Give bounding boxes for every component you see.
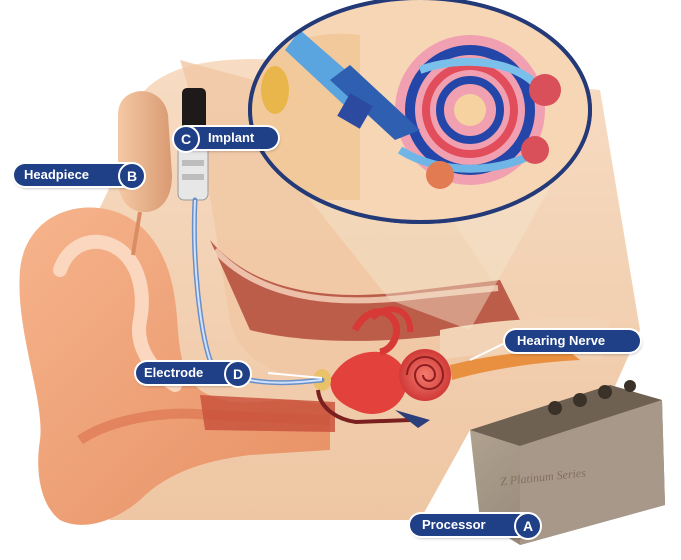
processor-label: Processor A [410, 514, 538, 536]
electrode-letter-badge: D [224, 360, 252, 388]
electrode-label-text: Electrode [144, 362, 203, 384]
processor-letter-badge: A [514, 512, 542, 540]
headpiece-label-text: Headpiece [24, 164, 89, 186]
hearing-nerve-label: Hearing Nerve [505, 330, 640, 352]
electrode-label: Electrode D [136, 362, 248, 384]
implant-label-text: Implant [208, 127, 254, 149]
hearing-nerve-label-text: Hearing Nerve [517, 330, 605, 352]
headpiece-letter-badge: B [118, 162, 146, 190]
implant-label: C Implant [176, 127, 278, 149]
implant-letter-badge: C [172, 125, 200, 153]
headpiece-label: Headpiece B [14, 164, 142, 186]
processor-label-text: Processor [422, 514, 486, 536]
